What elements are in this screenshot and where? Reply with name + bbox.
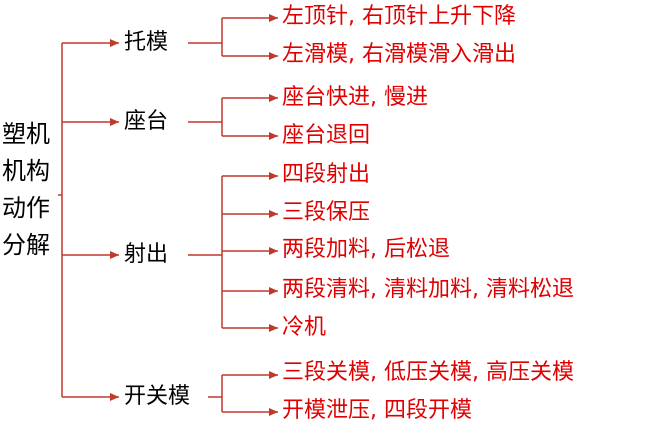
leaf-branch-arrow	[269, 287, 278, 295]
root-label-line: 动作	[2, 194, 50, 222]
root-label-line: 机构	[2, 157, 50, 185]
leaf-branch-arrow	[269, 210, 278, 218]
leaf-branch-arrow	[269, 14, 278, 22]
leaf-item: 座台快进, 慢进	[282, 85, 428, 110]
leaf-item: 三段关模, 低压关模, 高压关模	[282, 360, 574, 385]
leaf-branch-arrow	[269, 247, 278, 255]
root-branch-arrow	[110, 118, 119, 126]
root-label-line: 塑机	[2, 120, 50, 148]
leaf-branch-arrow	[269, 94, 278, 102]
root-branch-arrow	[110, 251, 119, 259]
leaf-item: 左滑模, 右滑模滑入滑出	[282, 42, 516, 67]
leaf-branch-arrow	[269, 172, 278, 180]
root-branch-arrow	[110, 393, 119, 401]
leaf-branch-arrow	[269, 371, 278, 379]
root-label-line: 分解	[2, 231, 50, 259]
leaf-item: 座台退回	[282, 123, 371, 148]
group-label-tuomo: 托模	[124, 30, 169, 55]
leaf-branch-arrow	[269, 132, 278, 140]
leaf-item: 四段射出	[282, 162, 371, 187]
leaf-item: 三段保压	[282, 200, 371, 225]
leaf-item: 两段加料, 后松退	[282, 237, 450, 262]
leaf-item: 开模泄压, 四段开模	[282, 398, 472, 423]
leaf-item: 两段清料, 清料加料, 清料松退	[282, 277, 574, 302]
leaf-branch-arrow	[269, 52, 278, 60]
leaf-item: 冷机	[282, 315, 327, 340]
root-branch-arrow	[110, 39, 119, 47]
leaf-branch-arrow	[269, 408, 278, 416]
leaf-item: 左顶针, 右顶针上升下降	[282, 4, 516, 29]
group-label-shechu: 射出	[124, 242, 169, 267]
group-label-kaiguanmo: 开关模	[124, 384, 191, 409]
group-label-zuotai: 座台	[124, 109, 169, 134]
leaf-branch-arrow	[269, 324, 278, 332]
